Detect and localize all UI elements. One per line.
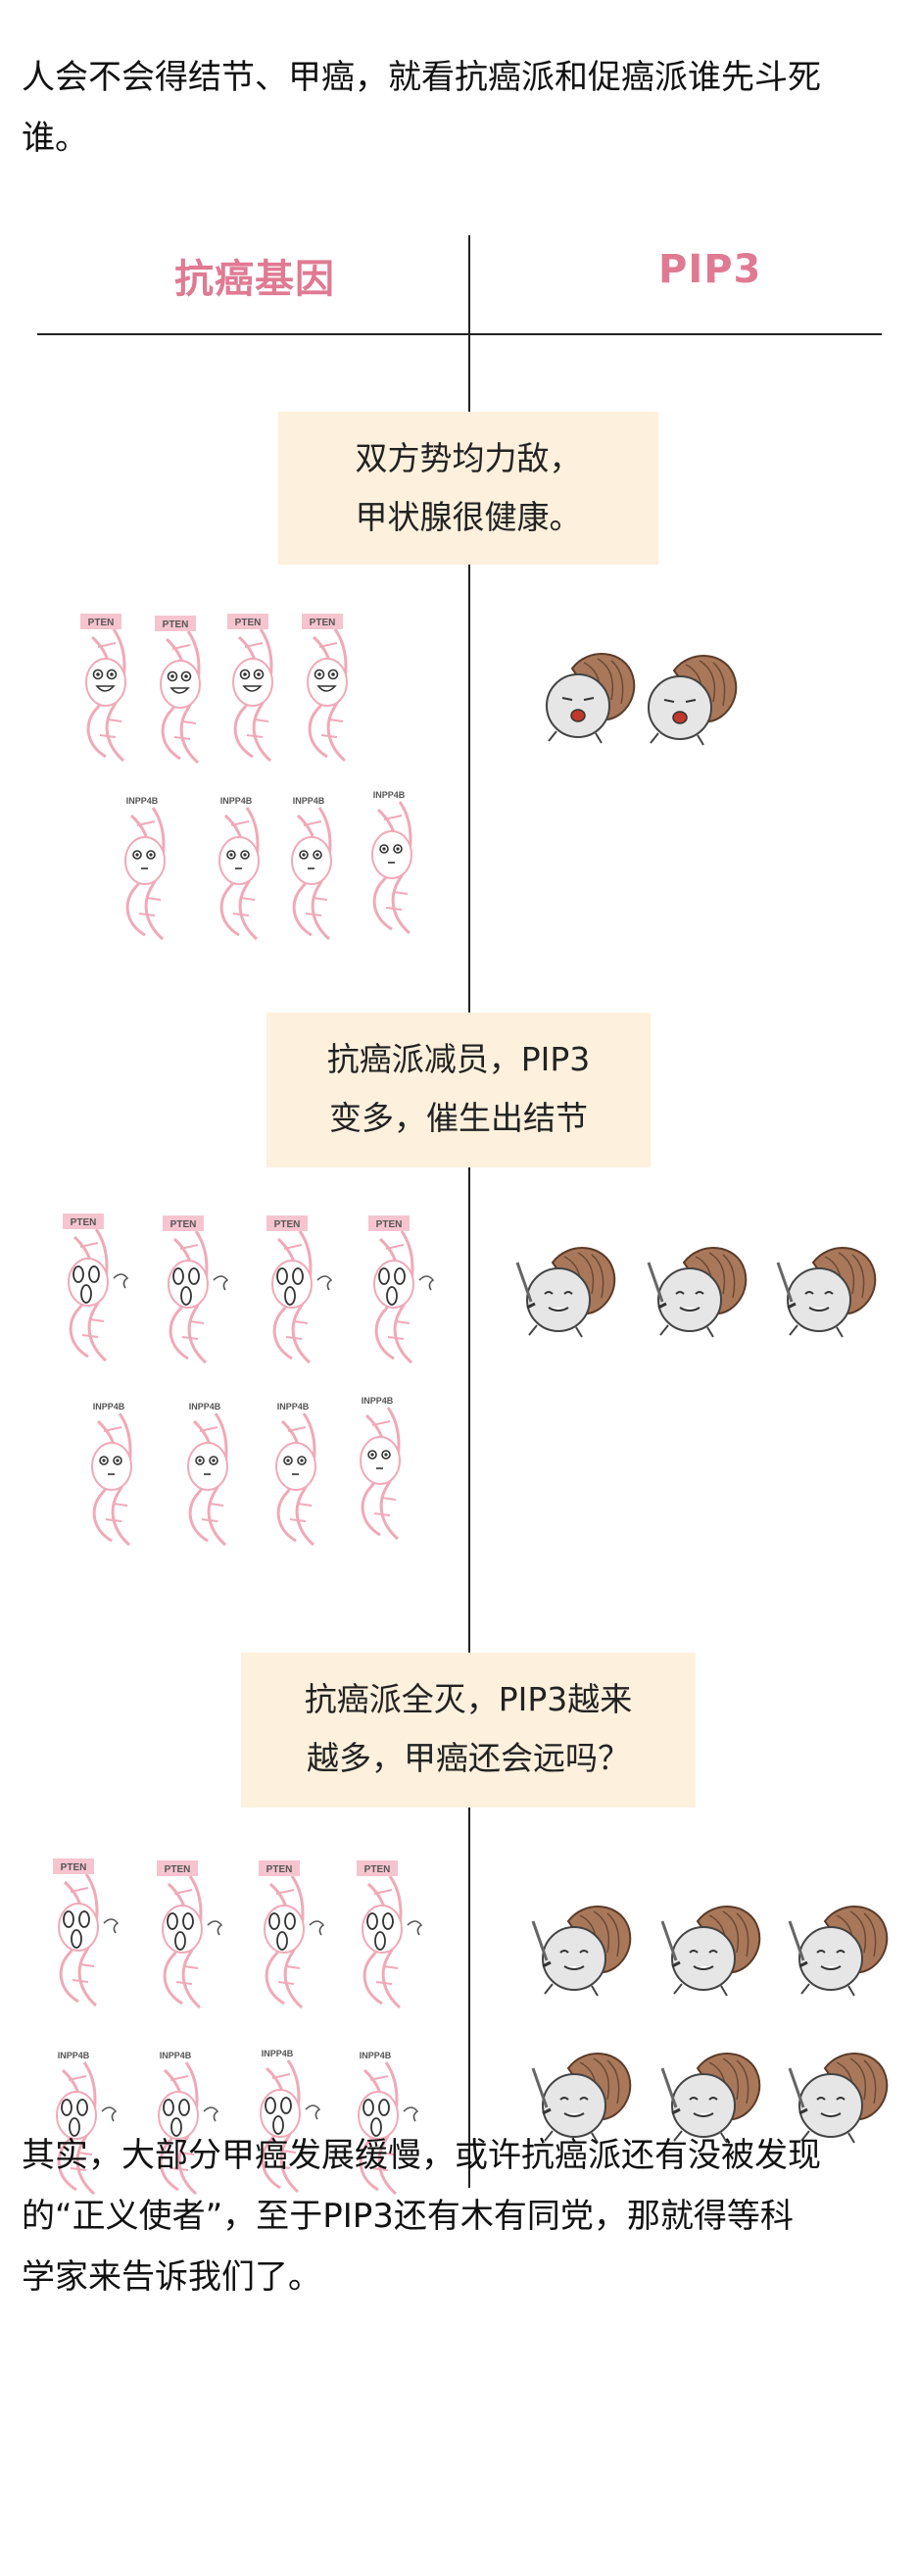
column-header-tumor-suppressor: 抗癌基因 <box>174 257 335 302</box>
column-divider <box>468 235 470 2188</box>
callout-balanced: 双方势均力敌， 甲状腺很健康。 <box>278 412 658 565</box>
callout-cancer-line-1: 抗癌派全灭，PIP3越来 <box>304 1680 633 1718</box>
outro-paragraph: 其实，大部分甲癌发展缓慢，或许抗癌派还有没被发现 的“正义使者”，至于PIP3还… <box>22 2125 903 2307</box>
callout-nodule: 抗癌派减员，PIP3 变多，催生出结节 <box>266 1013 651 1167</box>
callout-balanced-line-2: 甲状腺很健康。 <box>355 498 582 536</box>
panel2-inpp4b-row <box>86 1392 402 1547</box>
callout-nodule-line-1: 抗癌派减员，PIP3 <box>326 1040 591 1078</box>
outro-line-2: 的“正义使者”，至于PIP3还有木有同党，那就得等科 <box>22 2197 794 2236</box>
panel1-inpp4b-row <box>120 786 413 941</box>
intro-line-2: 谁。 <box>22 119 88 158</box>
intro-paragraph: 人会不会得结节、甲癌，就看抗癌派和促癌派谁先斗死 谁。 <box>22 47 903 169</box>
panel1-pten-row <box>80 614 349 765</box>
callout-balanced-line-1: 双方势均力敌， <box>355 439 582 477</box>
outro-line-1: 其实，大部分甲癌发展缓慢，或许抗癌派还有没被发现 <box>22 2136 821 2175</box>
intro-line-1: 人会不会得结节、甲癌，就看抗癌派和促癌派谁先斗死 <box>22 58 821 97</box>
outro-line-3: 学家来告诉我们了。 <box>22 2257 321 2297</box>
column-header-pip3: PIP3 <box>658 247 762 292</box>
callout-cancer-line-2: 越多，甲癌还会远吗？ <box>307 1739 630 1777</box>
callout-cancer: 抗癌派全灭，PIP3越来 越多，甲癌还会远吗？ <box>241 1653 696 1808</box>
panel2-pten-row <box>63 1214 434 1364</box>
callout-nodule-line-2: 变多，催生出结节 <box>329 1099 588 1137</box>
panel3-pip3-group <box>531 1906 889 2144</box>
panel3-pten-row <box>53 1858 422 2009</box>
panel2-pip3-group <box>515 1247 877 1338</box>
panel1-pip3-group <box>546 653 738 746</box>
header-divider <box>37 333 882 335</box>
